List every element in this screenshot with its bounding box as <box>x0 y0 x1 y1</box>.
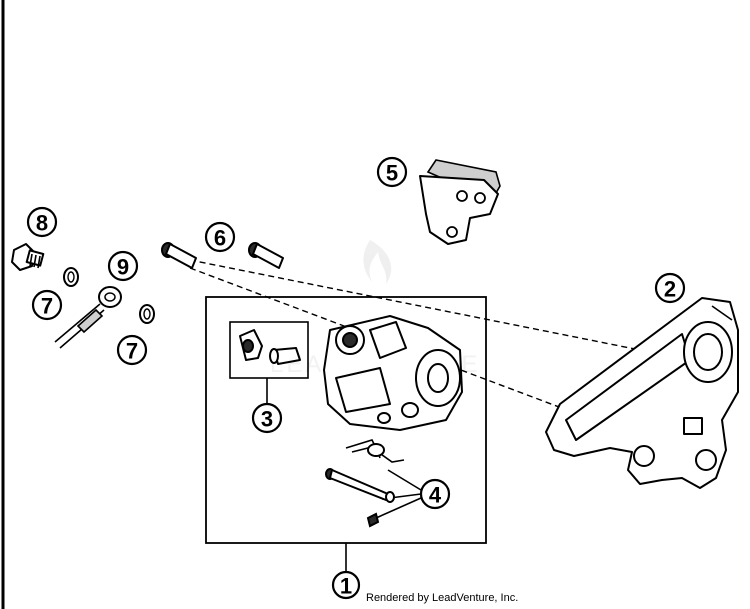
spring-and-pin-set <box>325 439 405 528</box>
caliper-bracket <box>545 297 739 489</box>
bolt-axis-upper <box>179 257 691 361</box>
callout-4: 4 <box>419 478 451 510</box>
svg-text:7: 7 <box>41 294 53 319</box>
svg-text:7: 7 <box>126 339 138 364</box>
svg-text:2: 2 <box>664 277 676 302</box>
banjo-bolt <box>11 243 45 271</box>
sealing-washer <box>143 308 151 320</box>
svg-text:9: 9 <box>117 255 129 280</box>
svg-text:6: 6 <box>214 226 226 251</box>
leader-4a <box>387 469 422 491</box>
caliper-pin <box>161 242 197 269</box>
callout-3: 3 <box>251 402 283 434</box>
callout-6: 6 <box>204 221 236 253</box>
svg-text:1: 1 <box>340 574 352 599</box>
leader-4c <box>375 497 422 519</box>
svg-text:5: 5 <box>386 161 398 186</box>
caliper-pin <box>248 242 284 269</box>
svg-text:8: 8 <box>36 211 48 236</box>
callout-7-top: 7 <box>31 289 63 321</box>
callout-1: 1 <box>331 570 361 600</box>
callout-7-bottom: 7 <box>116 334 148 366</box>
bleeder-valves <box>239 329 301 365</box>
callout-9: 9 <box>107 250 139 282</box>
svg-text:4: 4 <box>429 483 442 508</box>
brake-hose <box>54 286 122 349</box>
callout-5: 5 <box>376 156 408 188</box>
brake-pads <box>419 159 501 245</box>
svg-text:3: 3 <box>261 407 273 432</box>
credit-text: Rendered by LeadVenture, Inc. <box>366 592 518 604</box>
bleeder-valve-box <box>229 321 309 379</box>
callout-8: 8 <box>26 206 58 238</box>
sealing-washer <box>67 271 75 283</box>
callout-2: 2 <box>654 272 686 304</box>
caliper-body <box>323 315 463 431</box>
